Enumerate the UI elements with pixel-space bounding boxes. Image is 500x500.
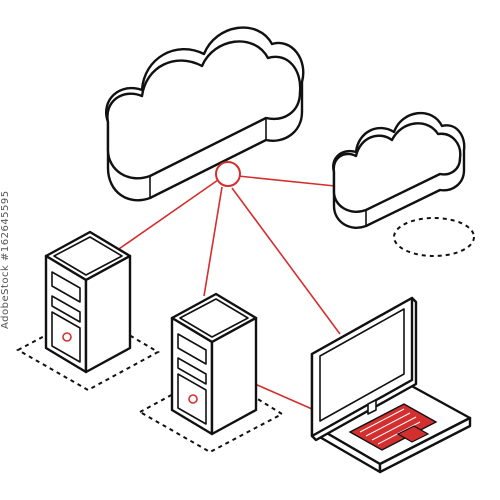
laptop-screen	[319, 308, 405, 422]
link-hub-to-server-left	[115, 179, 219, 252]
laptop-icon	[310, 296, 472, 474]
link-hub-to-server-center	[203, 186, 223, 297]
link-hub-to-cloud	[237, 175, 336, 187]
cloud-large-icon	[105, 26, 305, 202]
cloud-small-icon	[332, 111, 466, 229]
server-tower-left-icon	[15, 230, 161, 392]
server-tower-center-icon	[137, 292, 285, 454]
server-left-floor-outline	[15, 310, 161, 392]
dashed-ellipse	[393, 217, 475, 257]
link-hub-to-laptop	[231, 187, 341, 335]
network-hub-icon	[215, 161, 241, 187]
link-server-center-to-laptop	[254, 383, 313, 410]
stock-id-text: AdobeStock #162645595	[0, 190, 11, 330]
connection-lines	[115, 175, 341, 410]
laptop-keyboard	[348, 403, 438, 451]
laptop-trackpad	[396, 425, 430, 443]
